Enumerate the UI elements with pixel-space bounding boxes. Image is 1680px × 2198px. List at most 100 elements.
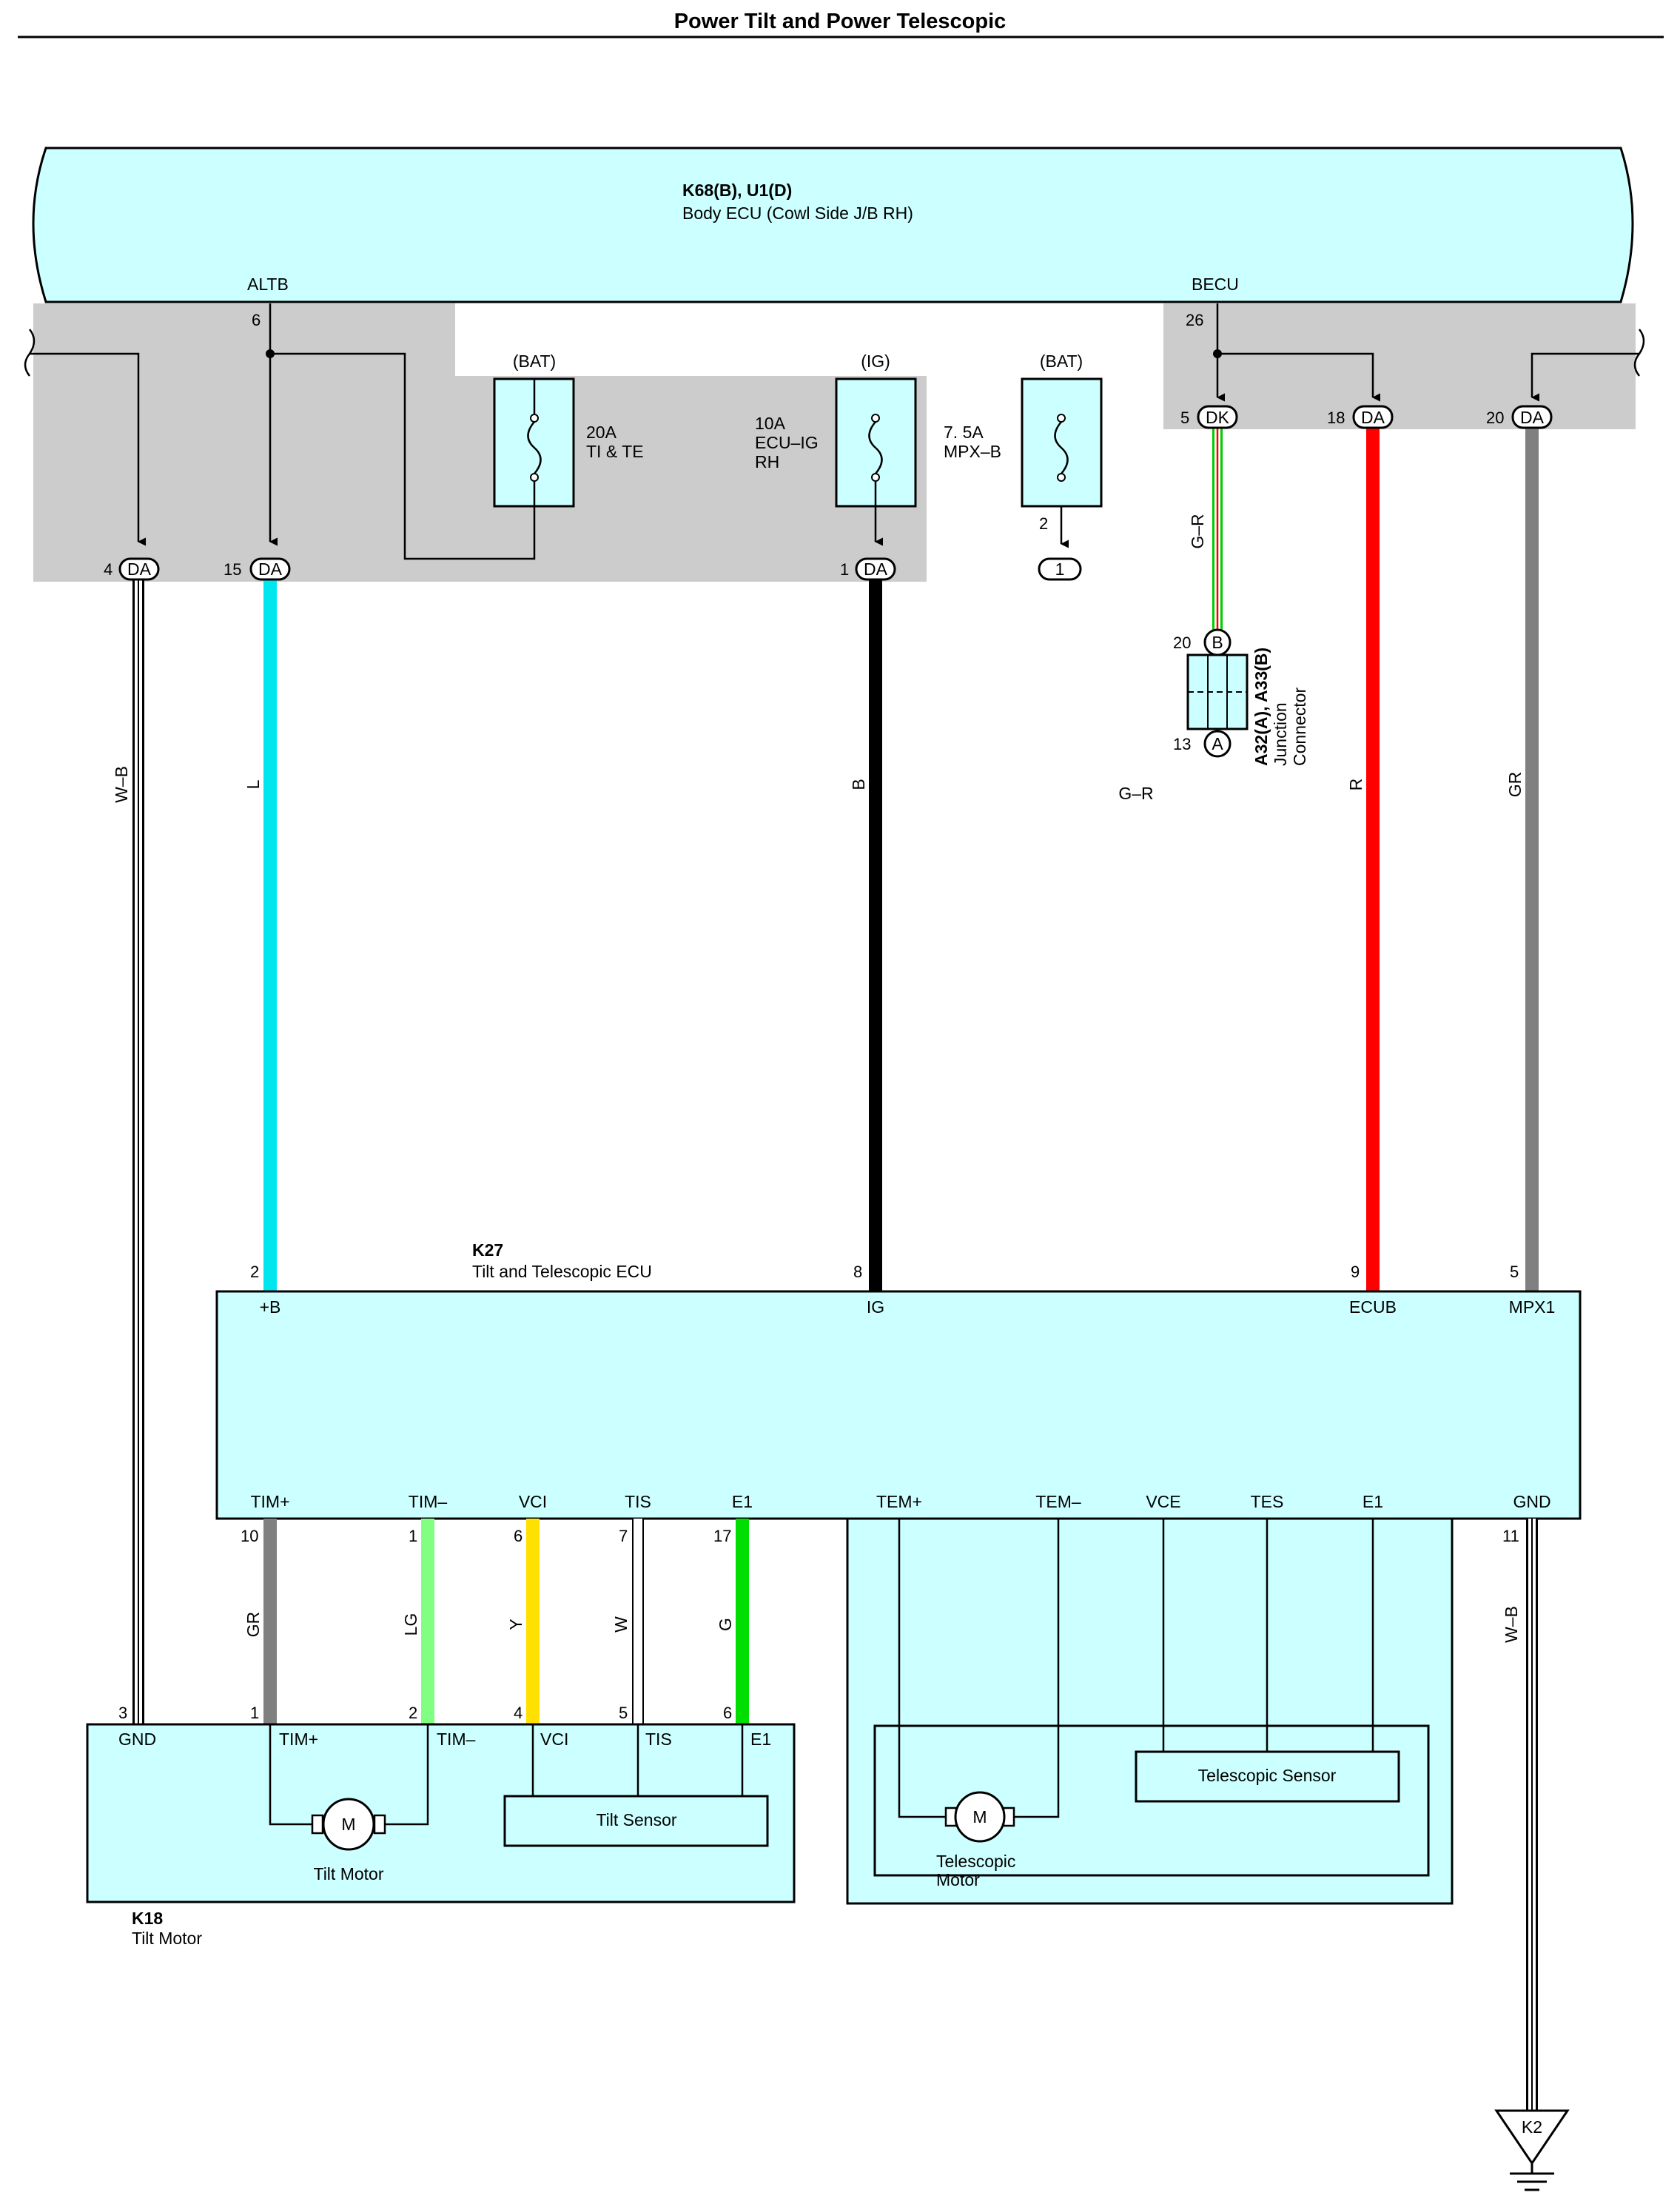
junction-connector: B A 20 13 A32(A), A33(B) Junction Connec…	[1173, 628, 1309, 766]
tilt-motor-code: K18	[132, 1909, 163, 1928]
wire-label-tilt-g: G	[716, 1618, 735, 1631]
telescopic-sensor-label: Telescopic Sensor	[1198, 1766, 1337, 1785]
fuse-tite-terminal-bottom	[530, 473, 539, 482]
wire-label-l: L	[243, 779, 263, 789]
becu-pin: 26	[1186, 311, 1203, 329]
svg-text:DA: DA	[1361, 408, 1385, 427]
wire-label-tilt-lg: LG	[401, 1613, 420, 1636]
fuse-mpxb-terminal-bottom	[1057, 473, 1066, 482]
fuse-mpxb	[1021, 377, 1103, 508]
tilt-ecu-label-temm: TEM–	[1035, 1492, 1081, 1511]
tilt-ecu-code: K27	[472, 1240, 503, 1260]
wire-label-tilt-w: W	[611, 1616, 631, 1633]
body-ecu	[32, 147, 1634, 303]
tilt-motor-pin-4: 4	[514, 1704, 523, 1722]
fuse-tite-terminal-top	[530, 414, 539, 423]
fuse-ecuig-supply: (IG)	[861, 352, 890, 371]
body-ecu-becu-label: BECU	[1192, 275, 1239, 294]
fuse-ecuig-name1: ECU–IG	[755, 433, 819, 452]
tilt-ecu-label-tis: TIS	[625, 1492, 651, 1511]
fuse-mpxb-rating: 7. 5A	[944, 423, 984, 442]
connector-da18: DA 18	[1327, 405, 1394, 429]
fuse-mpxb-supply: (BAT)	[1040, 352, 1083, 371]
fuse-tite-element	[527, 403, 542, 506]
fuse-ecuig-terminal-top	[871, 414, 880, 423]
jb-wire-becu-branch	[1217, 352, 1381, 402]
fuse-mpxb-element	[1054, 421, 1069, 474]
tilt-ecu-name: Tilt and Telescopic ECU	[472, 1262, 652, 1281]
connector-dk5: DK 5	[1180, 405, 1238, 429]
tilt-sensor-label: Tilt Sensor	[596, 1810, 676, 1829]
tilt-motor-pin-5: 5	[619, 1704, 628, 1722]
ground-symbol: K2	[1494, 2109, 1570, 2191]
wire-label-gr-horiz: G–R	[1118, 784, 1153, 803]
wire-label-gr: GR	[1505, 772, 1525, 798]
wire-temm	[1014, 1519, 1060, 1818]
tilt-ecu-label-gnd: GND	[1513, 1492, 1550, 1511]
telescopic-motor-icon: M	[944, 1791, 1015, 1843]
fuse-tite-name: TI & TE	[586, 442, 644, 461]
svg-text:A32(A), A33(B): A32(A), A33(B)	[1251, 648, 1271, 766]
svg-text:20: 20	[1173, 633, 1191, 652]
wire-temp	[898, 1519, 946, 1818]
tilt-motor-label-timm: TIM–	[437, 1730, 476, 1749]
tilt-ecu-pin-7: 7	[619, 1527, 628, 1545]
tilt-ecu-label-timp: TIM+	[250, 1492, 289, 1511]
svg-text:DA: DA	[1520, 408, 1545, 427]
altb-pin: 6	[252, 311, 261, 329]
jb-wire-mpx-branch	[1531, 352, 1639, 402]
tilt-motor-label-tis: TIS	[645, 1730, 672, 1749]
tilt-motor-label-vci: VCI	[540, 1730, 568, 1749]
tilt-ecu-label-e1a: E1	[732, 1492, 753, 1511]
svg-text:B: B	[1212, 633, 1223, 652]
wire-label-tilt-gr: GR	[243, 1612, 263, 1638]
junction-block-left	[33, 303, 927, 582]
tilt-ecu-label-vce: VCE	[1146, 1492, 1180, 1511]
telescopic-sensor	[1135, 1750, 1400, 1803]
tilt-ecu-pin-17: 17	[713, 1527, 731, 1545]
tilt-ecu-label-timm: TIM–	[409, 1492, 448, 1511]
svg-text:DA: DA	[127, 559, 152, 579]
wire-label-gr-vert: G–R	[1188, 514, 1207, 548]
fuse-ecuig-element	[868, 421, 883, 474]
svg-text:15: 15	[224, 560, 241, 579]
tilt-motor-pin-6: 6	[723, 1704, 732, 1722]
tilt-motor-pin-2: 2	[409, 1704, 417, 1722]
tilt-motor-label-e1: E1	[750, 1730, 771, 1749]
connector-da20: DA 20	[1486, 405, 1553, 429]
jb-wire-ground-branch	[30, 352, 147, 546]
fuse-mpxb-terminal-top	[1057, 414, 1066, 423]
svg-text:M: M	[341, 1815, 355, 1834]
tilt-ecu-pin-11: 11	[1502, 1527, 1519, 1545]
tilt-motor-inner-label: Tilt Motor	[314, 1864, 384, 1883]
svg-text:4: 4	[104, 560, 112, 579]
svg-text:Junction: Junction	[1271, 702, 1290, 766]
connector-da1: DA 1	[840, 557, 896, 581]
svg-text:13: 13	[1173, 735, 1191, 753]
tilt-ecu-pin-1: 1	[409, 1527, 417, 1545]
break-mark-left	[24, 329, 36, 377]
body-ecu-altb-label: ALTB	[247, 275, 289, 294]
tilt-ecu-label-temp: TEM+	[876, 1492, 922, 1511]
connector-mpxb-1: 1	[1038, 557, 1082, 581]
tilt-ecu-pin-5: 5	[1510, 1263, 1519, 1281]
tilt-ecu-label-tes: TES	[1251, 1492, 1284, 1511]
tilt-motor-label-timp: TIM+	[279, 1730, 318, 1749]
tilt-sensor	[503, 1795, 769, 1847]
body-ecu-code: K68(B), U1(D)	[682, 181, 792, 200]
fuse-ecuig-rating: 10A	[755, 414, 786, 433]
fuse-ecuig-name2: RH	[755, 452, 779, 471]
junction-block-right	[1163, 303, 1636, 429]
svg-text:DK: DK	[1206, 408, 1230, 427]
tilt-motor-label-gnd: GND	[118, 1730, 156, 1749]
svg-text:18: 18	[1327, 409, 1345, 427]
wire-label-wb-right: W–B	[1502, 1606, 1521, 1643]
tilt-ecu-pin-2: 2	[250, 1263, 259, 1281]
tilt-motor-pin-1: 1	[250, 1704, 259, 1722]
svg-text:1: 1	[1055, 559, 1065, 579]
page-title: Power Tilt and Power Telescopic	[674, 10, 1007, 33]
svg-text:DA: DA	[258, 559, 283, 579]
connector-da4: DA 4	[104, 557, 160, 581]
tilt-ecu-pin-9: 9	[1351, 1263, 1360, 1281]
tilt-ecu-label-b: +B	[260, 1297, 281, 1317]
